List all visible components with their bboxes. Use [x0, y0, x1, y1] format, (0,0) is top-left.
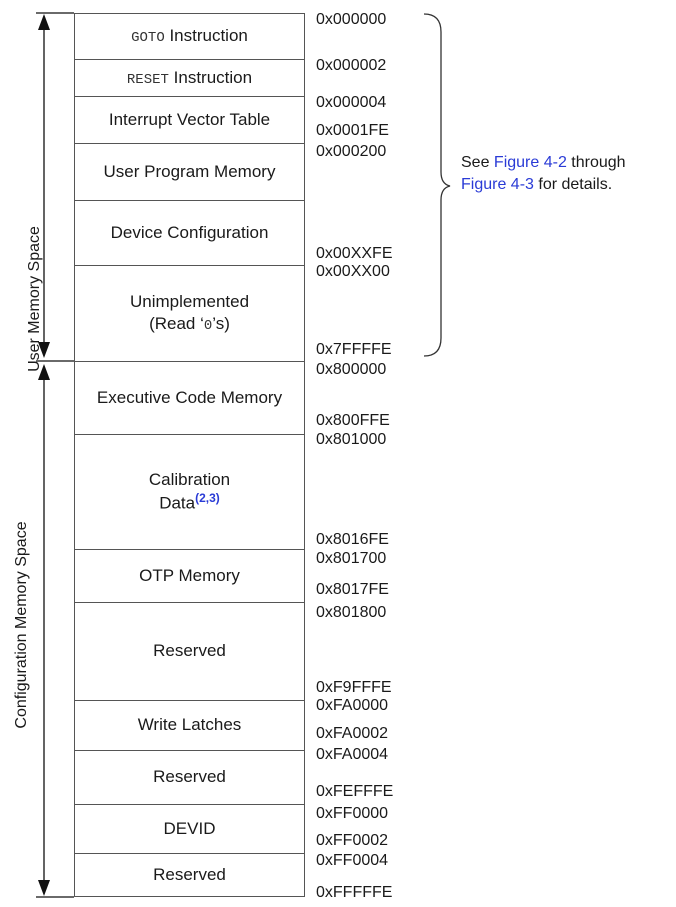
figure-4-3-link[interactable]: Figure 4-3	[461, 176, 534, 194]
ivt-label: Interrupt Vector Table	[108, 109, 271, 129]
upm-label: User Program Memory	[103, 161, 276, 181]
address-label: 0x801800	[316, 604, 387, 621]
devid-block: DEVID	[74, 804, 305, 854]
goto-label: Instruction	[164, 26, 248, 46]
unimpl-line2a: (Read ‘	[149, 314, 204, 334]
address-label: 0xFF0000	[316, 805, 389, 822]
address-label: 0x800000	[316, 361, 387, 378]
address-label: 0xFA0000	[316, 697, 389, 714]
res1-label: Reserved	[153, 641, 226, 661]
address-label: 0xF9FFFE	[316, 679, 392, 696]
reserved-block-1: Reserved	[74, 602, 305, 701]
write-latches-block: Write Latches	[74, 700, 305, 751]
address-label: 0x7FFFFE	[316, 341, 392, 358]
unimpl-line2b: ’s)	[212, 314, 230, 334]
user-program-memory-block: User Program Memory	[74, 143, 305, 201]
address-label: 0xFA0004	[316, 746, 389, 763]
calib-footnote-ref[interactable]: (2,3)	[195, 491, 220, 506]
executive-code-memory-block: Executive Code Memory	[74, 361, 305, 435]
address-label: 0xFEFFFE	[316, 783, 394, 800]
exec-label: Executive Code Memory	[96, 387, 283, 407]
user-memory-space-label: User Memory Space	[26, 226, 43, 372]
address-label: 0x000002	[316, 57, 387, 74]
unimplemented-block: Unimplemented (Read ‘0’s)	[74, 265, 305, 362]
config-space-arrow-bottom-head	[38, 880, 50, 896]
calibration-data-block: Calibration Data(2,3)	[74, 434, 305, 550]
figure-4-2-link[interactable]: Figure 4-2	[493, 154, 567, 171]
unimpl-zero: 0	[203, 318, 213, 335]
address-label: 0x0001FE	[316, 122, 389, 139]
devid-label: DEVID	[163, 818, 216, 838]
reserved-block-3: Reserved	[74, 853, 305, 897]
devcfg-label: Device Configuration	[110, 222, 269, 242]
otp-memory-block: OTP Memory	[74, 549, 305, 603]
note-prefix: See	[461, 154, 494, 171]
address-label: 0x8016FE	[316, 531, 389, 548]
unimpl-line1: Unimplemented	[129, 292, 250, 312]
latches-label: Write Latches	[137, 715, 242, 735]
calib-line1: Calibration	[148, 470, 231, 490]
reserved-block-2: Reserved	[74, 750, 305, 805]
address-label: 0xFFFFFE	[316, 884, 393, 901]
interrupt-vector-table-block: Interrupt Vector Table	[74, 96, 305, 144]
address-label: 0xFA0002	[316, 725, 389, 742]
device-configuration-block: Device Configuration	[74, 200, 305, 266]
address-label: 0x8017FE	[316, 581, 389, 598]
otp-label: OTP Memory	[139, 565, 240, 585]
calib-line2: Data	[159, 493, 196, 513]
goto-instruction-block: GOTO Instruction	[74, 13, 305, 60]
address-label: 0x00XXFE	[316, 245, 393, 262]
reset-mnemonic: RESET	[126, 71, 169, 88]
user-space-arrow-bottom-head	[38, 342, 50, 358]
reset-instruction-block: RESET Instruction	[74, 59, 305, 97]
res3-label: Reserved	[153, 864, 226, 884]
note-suffix: for details.	[533, 176, 613, 194]
address-label: 0xFF0004	[316, 852, 389, 869]
configuration-memory-space-label: Configuration Memory Space	[13, 521, 30, 729]
res2-label: Reserved	[153, 767, 226, 787]
address-label: 0xFF0002	[316, 832, 389, 849]
details-note: See Figure 4-2 through Figure 4-3 for de…	[461, 152, 626, 197]
details-brace	[423, 13, 451, 357]
address-label: 0x00XX00	[316, 263, 390, 280]
address-label: 0x801700	[316, 550, 387, 567]
goto-mnemonic: GOTO	[131, 30, 165, 47]
address-label: 0x000004	[316, 94, 387, 111]
address-label: 0x801000	[316, 431, 387, 448]
address-label: 0x000200	[316, 143, 387, 160]
config-space-arrow-top-head	[38, 364, 50, 380]
note-mid: through	[566, 154, 626, 171]
address-label: 0x800FFE	[316, 412, 390, 429]
reset-label: Instruction	[168, 67, 253, 87]
user-space-arrow-top-head	[38, 14, 50, 30]
address-label: 0x000000	[316, 11, 387, 28]
